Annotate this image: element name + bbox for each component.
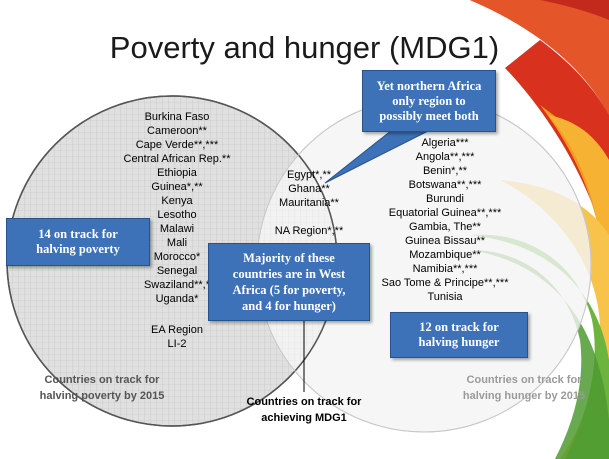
poverty-country-list: Burkina Faso Cameroon** Cape Verde**,***… (92, 110, 262, 306)
list-item: Algeria*** (421, 137, 469, 149)
list-item: Burundi (426, 193, 464, 205)
callout-text: Yet northern Africa (376, 78, 482, 93)
callout-text: and 4 for hunger) (242, 299, 336, 313)
list-item: LI-2 (167, 338, 187, 350)
callout-text: Africa (5 for poverty, (232, 283, 346, 297)
overlap-country-list: Egypt*,** Ghana** Mauritania** (268, 168, 350, 210)
list-item: Lesotho (157, 209, 197, 221)
list-item: Ghana** (288, 183, 330, 195)
list-item: Cape Verde**,*** (135, 139, 219, 151)
poverty-count-callout: 14 on track for halving poverty (6, 218, 150, 266)
northern-africa-callout: Yet northern Africa only region to possi… (362, 70, 496, 132)
list-item: Swaziland**,* (143, 279, 211, 291)
list-item: Burkina Faso (144, 111, 210, 123)
list-item: Gambia, The** (409, 221, 481, 233)
list-item: Sao Tome & Principe**,*** (381, 277, 509, 289)
callout-text: halving hunger (418, 335, 500, 349)
list-item: Senegal (156, 265, 198, 277)
list-item: Central African Rep.** (123, 153, 231, 165)
poverty-caption: Countries on track for halving poverty b… (22, 372, 182, 404)
list-item: Ethiopia (157, 167, 197, 179)
list-item: EA Region (151, 324, 203, 336)
list-item: Mali (166, 237, 188, 249)
list-item: Equatorial Guinea**,*** (388, 207, 502, 219)
caption-text: Countries on track for (44, 374, 160, 386)
caption-text: Countries on track for (246, 396, 362, 408)
list-item: Namibia**,*** (412, 263, 478, 275)
mdg1-caption: Countries on track for achieving MDG1 (224, 394, 384, 426)
list-item: Mozambique** (409, 249, 481, 261)
list-item: Kenya (161, 195, 193, 207)
caption-text: Countries on track for (466, 374, 582, 386)
callout-text: 14 on track for (38, 227, 118, 241)
hunger-caption: Countries on track for halving hunger by… (444, 372, 604, 404)
list-item: Uganda* (155, 293, 199, 305)
list-item: Botswana**,*** (408, 179, 482, 191)
poverty-region-list: EA Region LI-2 (112, 323, 242, 351)
overlap-region-label: NA Region*,** (263, 224, 355, 238)
caption-text: achieving MDG1 (261, 412, 347, 424)
callout-text: halving poverty (36, 242, 120, 256)
list-item: Guinea*,** (151, 181, 203, 193)
callout-text: possibly meet both (379, 108, 479, 123)
list-item: Malawi (159, 223, 195, 235)
list-item: NA Region*,** (274, 225, 344, 237)
list-item: Guinea Bissau** (404, 235, 486, 247)
slide-title: Poverty and hunger (MDG1) (109, 30, 500, 65)
list-item: Egypt*,** (286, 169, 332, 181)
west-africa-callout: Majority of these countries are in West … (208, 243, 370, 321)
list-item: Morocco* (153, 251, 201, 263)
list-item: Tunisia (427, 291, 463, 303)
list-item: Benin*,** (422, 165, 468, 177)
list-item: Mauritania** (279, 197, 339, 209)
callout-text: only region to (392, 93, 466, 108)
hunger-country-list: Algeria*** Angola**,*** Benin*,** Botswa… (366, 136, 524, 304)
list-item: Cameroon** (147, 125, 207, 137)
callout-text: Majority of these (243, 251, 335, 265)
callout-text: countries are in West (232, 267, 346, 281)
caption-text: halving hunger by 2015 (462, 390, 586, 402)
list-item: Angola**,*** (415, 151, 475, 163)
hunger-count-callout: 12 on track for halving hunger (390, 312, 528, 358)
caption-text: halving poverty by 2015 (39, 390, 165, 402)
callout-text: 12 on track for (419, 320, 499, 334)
